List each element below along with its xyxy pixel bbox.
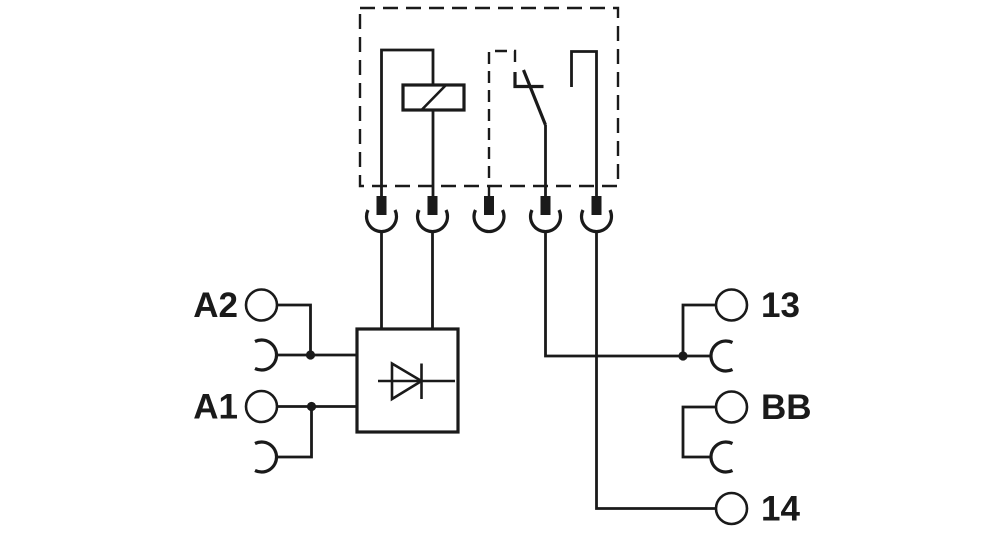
bridge-socket-icon <box>709 339 734 373</box>
bb-bracket-wire <box>681 405 716 459</box>
plug4-to-13-wire <box>544 230 712 358</box>
input-block-rect <box>355 327 460 434</box>
contact-bracket-icon <box>513 72 544 89</box>
a2-elbow-wire <box>277 303 312 355</box>
terminal-a2: A2 <box>193 286 357 372</box>
plug-pin-icon <box>415 196 450 234</box>
contact-output-wiring <box>544 230 716 510</box>
pin-blade <box>540 196 551 215</box>
screw-terminal-circle <box>714 288 749 322</box>
terminal-label-14: 14 <box>761 490 800 529</box>
diode-triangle <box>390 361 425 402</box>
terminal-label-bb: BB <box>761 388 812 427</box>
pin-blade <box>591 196 602 215</box>
plug-terminals <box>364 196 614 234</box>
bridge-socket-icon <box>709 440 734 474</box>
plug-pin-icon <box>472 196 506 234</box>
coil-input-block <box>355 230 460 434</box>
junction-to-13-elbow <box>681 303 716 356</box>
junction-dot <box>678 351 688 361</box>
contact-fixed-wire <box>570 50 598 197</box>
terminal-a1: A1 <box>193 388 357 474</box>
actuator-dashed-line <box>487 49 517 197</box>
junction-dot <box>305 350 316 360</box>
plug-pin-icon <box>528 196 563 234</box>
no-contact-symbol <box>513 50 598 197</box>
pin-socket-arc <box>472 209 506 234</box>
terminal-13: 13 <box>709 286 800 373</box>
terminal-label-a2: A2 <box>193 286 238 325</box>
junction-dot <box>306 401 317 412</box>
relay-coil-symbol <box>380 48 466 197</box>
plug-pin-icon <box>579 196 614 234</box>
diode-icon <box>378 361 455 402</box>
pin-blade <box>484 196 494 215</box>
coil-feed-wire <box>380 48 435 197</box>
terminal-14: 14 <box>714 490 800 529</box>
screw-terminal-circle <box>244 389 279 424</box>
bridge-socket-icon <box>254 338 279 372</box>
screw-terminal-circle <box>714 491 749 526</box>
bridge-socket-icon <box>254 440 279 474</box>
mechanical-link <box>487 49 517 197</box>
a1-socket-elbow-wire <box>275 406 313 459</box>
pin-blade <box>427 196 438 215</box>
screw-terminal-circle <box>244 288 279 322</box>
screw-terminal-circle <box>714 390 749 424</box>
coil-slash-icon <box>420 84 447 111</box>
plug5-to-14-wire <box>595 230 716 510</box>
terminal-label-a1: A1 <box>193 388 238 427</box>
pin-blade <box>376 196 387 215</box>
terminal-label-13: 13 <box>761 286 800 325</box>
plug-pin-icon <box>364 196 399 234</box>
terminal-bb: BB <box>681 388 812 474</box>
contact-blade-icon <box>522 69 547 126</box>
